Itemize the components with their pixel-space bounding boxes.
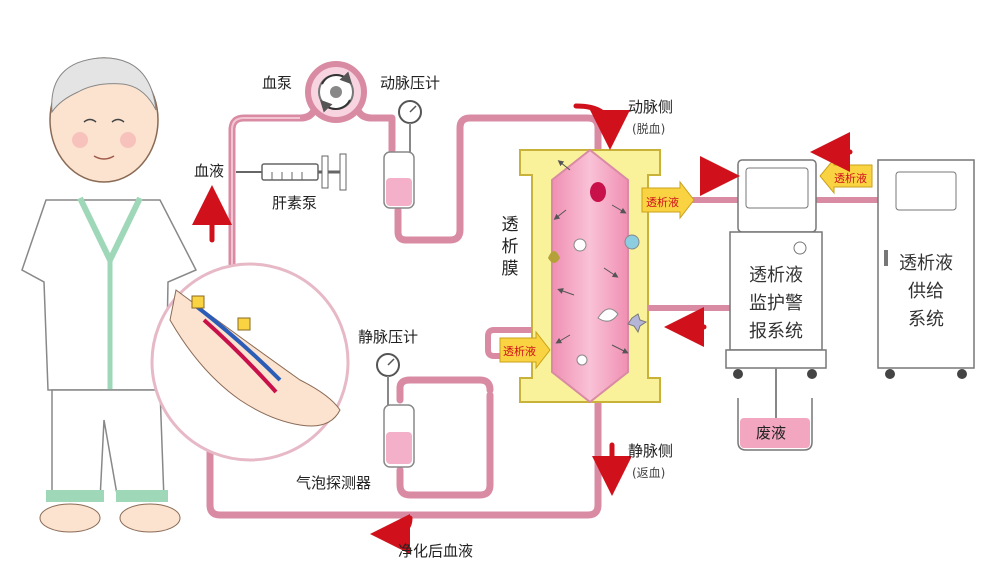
waste-label: 废液 [756, 424, 787, 442]
heparin-pump-label: 肝素泵 [272, 194, 318, 212]
patient-figure [21, 57, 198, 533]
arterial-side-note: (脱血) [632, 122, 666, 136]
dialysate-in-tag [641, 180, 695, 220]
bubble-detector-label: 气泡探测器 [296, 474, 372, 492]
venous-pressure-gauge [376, 353, 400, 410]
supply-machine [877, 159, 975, 379]
blood-pump [305, 61, 367, 123]
blood-label: 血液 [194, 162, 225, 180]
supply-line-1: 透析液 [899, 253, 953, 274]
supply-line-3: 系统 [908, 309, 944, 330]
supply-line-2: 供给 [908, 281, 944, 302]
blood-pump-label: 血泵 [262, 74, 293, 92]
arterial-pressure-gauge [398, 100, 422, 158]
arterial-drip-chamber [383, 151, 415, 209]
membrane-char-1: 透 [501, 215, 519, 235]
purified-blood-label: 净化后血液 [398, 542, 474, 560]
waste-container [737, 398, 813, 451]
dialyzer [519, 148, 661, 404]
dialysate-out-tag [499, 330, 551, 370]
monitor-machine [725, 159, 827, 420]
monitor-line-1: 透析液 [749, 265, 803, 286]
membrane-char-3: 膜 [501, 259, 519, 279]
arterial-pressure-label: 动脉压计 [380, 74, 441, 92]
monitor-line-2: 监护警 [749, 293, 803, 314]
heparin-syringe [236, 153, 347, 191]
tube-inner-highlight [231, 117, 300, 300]
dialysate-out-tag-label: 透析液 [503, 345, 536, 358]
dialysate-supply-tag-label: 透析液 [834, 172, 867, 185]
dialysate-in-tag-label: 透析液 [646, 196, 679, 209]
dialysis-membrane-label: 透 析 膜 [500, 214, 520, 280]
venous-side-note: (返血) [632, 466, 666, 480]
bubble-detector-chamber [383, 404, 415, 468]
venous-side-label: 静脉侧 [628, 442, 674, 460]
arterial-side-label: 动脉侧 [628, 98, 674, 116]
monitor-box-label: 透析液 监护警 报系统 [730, 262, 822, 346]
membrane-char-2: 析 [501, 237, 519, 257]
supply-box-label: 透析液 供给 系统 [878, 250, 974, 334]
flow-arrows [192, 103, 853, 554]
arm-magnified-view [150, 262, 350, 462]
venous-pressure-label: 静脉压计 [358, 328, 419, 346]
monitor-line-3: 报系统 [749, 321, 803, 342]
